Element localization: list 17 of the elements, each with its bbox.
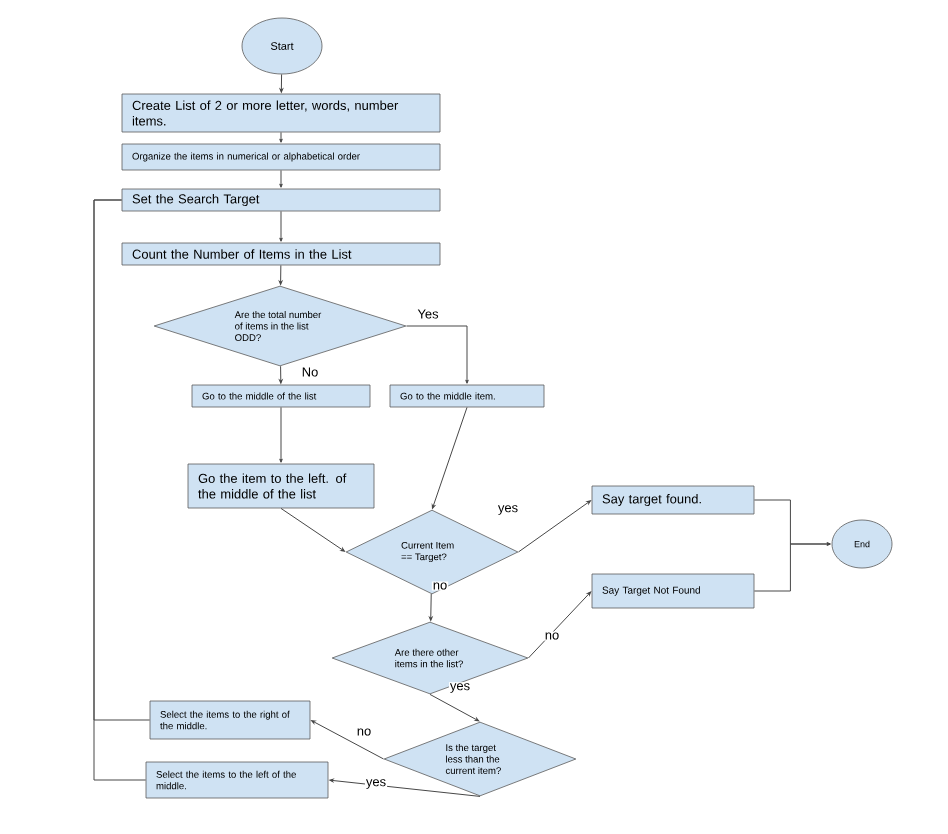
- arrow: [279, 169, 283, 188]
- arrow: [280, 507, 345, 552]
- arrow: [279, 73, 284, 93]
- arrow: [429, 693, 480, 722]
- arrow: [517, 500, 591, 553]
- arrow: [753, 542, 831, 592]
- arrow: [311, 720, 385, 760]
- arrow: [279, 210, 283, 242]
- arrow: [279, 365, 283, 384]
- arrow: [329, 778, 481, 797]
- arrow: [279, 131, 283, 143]
- arrow: [527, 591, 592, 659]
- arrow: [431, 406, 468, 509]
- arrow: [279, 406, 283, 463]
- arrow: [405, 325, 469, 384]
- arrow: [278, 264, 283, 285]
- arrow: [429, 593, 433, 621]
